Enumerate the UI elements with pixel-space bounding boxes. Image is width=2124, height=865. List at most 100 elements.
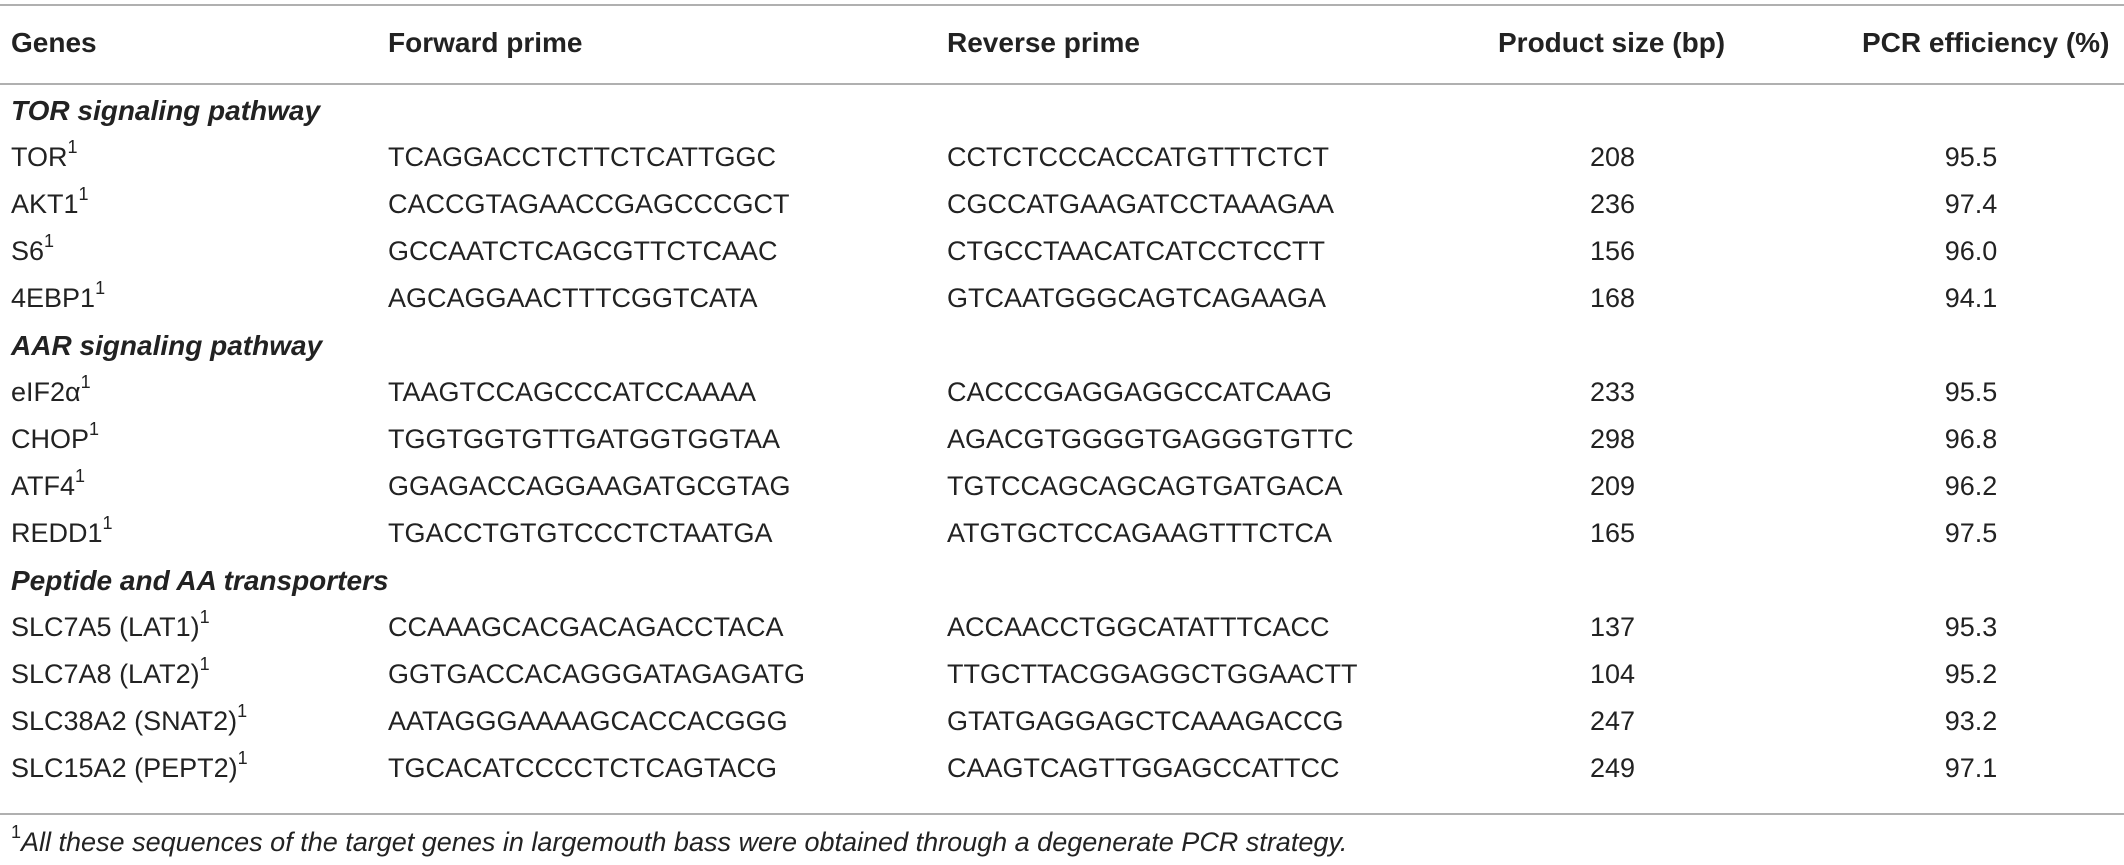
forward-primer: TGCACATCCCCTCTCAGTACG (388, 753, 777, 783)
table-row: S61 GCCAATCTCAGCGTTCTCAAC CTGCCTAACATCAT… (0, 228, 2124, 275)
product-size: 104 (1589, 659, 1636, 689)
gene-name: REDD11 (11, 513, 113, 548)
pcr-efficiency: 96.0 (1944, 236, 1998, 266)
gene-name: SLC7A8 (LAT2)1 (11, 654, 210, 689)
table-row: eIF2α1 TAAGTCCAGCCCATCCAAAA CACCCGAGGAGG… (0, 369, 2124, 416)
forward-primer: TAAGTCCAGCCCATCCAAAA (388, 377, 757, 407)
product-size: 236 (1589, 189, 1636, 219)
reverse-primer: ACCAACCTGGCATATTTCACC (947, 612, 1330, 642)
forward-primer: AGCAGGAACTTTCGGTCATA (388, 283, 758, 313)
forward-primer: AATAGGGAAAAGCACCACGGG (388, 706, 788, 736)
table-row: AKT11 CACCGTAGAACCGAGCCCGCT CGCCATGAAGAT… (0, 181, 2124, 228)
gene-name: CHOP1 (11, 419, 100, 454)
reverse-primer: CGCCATGAAGATCCTAAAGAA (947, 189, 1335, 219)
forward-primer: GGAGACCAGGAAGATGCGTAG (388, 471, 791, 501)
table-row: CHOP1 TGGTGGTGTTGATGGTGGTAA AGACGTGGGGTG… (0, 416, 2124, 463)
header-row: Genes Forward prime Reverse prime Produc… (0, 5, 2124, 81)
gene-name: AKT11 (11, 184, 89, 219)
table-row: 4EBP11 AGCAGGAACTTTCGGTCATA GTCAATGGGCAG… (0, 275, 2124, 322)
top-rule (0, 4, 2124, 6)
product-size: 156 (1589, 236, 1636, 266)
pcr-efficiency: 96.2 (1944, 471, 1998, 501)
gene-name: SLC15A2 (PEPT2)1 (11, 748, 248, 783)
reverse-primer: GTATGAGGAGCTCAAAGACCG (947, 706, 1344, 736)
footnote-text: All these sequences of the target genes … (21, 827, 1348, 857)
gene-name: 4EBP11 (11, 278, 106, 313)
reverse-primer: ATGTGCTCCAGAAGTTTCTCA (947, 518, 1332, 548)
forward-primer: CACCGTAGAACCGAGCCCGCT (388, 189, 790, 219)
gene-name: TOR1 (11, 137, 78, 172)
header-pcr-efficiency: PCR efficiency (%) (1862, 27, 2110, 58)
reverse-primer: GTCAATGGGCAGTCAGAAGA (947, 283, 1327, 313)
table-row: TOR1 TCAGGACCTCTTCTCATTGGC CCTCTCCCACCAT… (0, 134, 2124, 181)
footnote-mark: 1 (95, 278, 106, 298)
footnote-mark: 1 (78, 184, 89, 204)
product-size: 249 (1589, 753, 1636, 783)
header-genes: Genes (11, 27, 97, 58)
section-title-row: TOR signaling pathway (0, 87, 2124, 134)
reverse-primer: CACCCGAGGAGGCCATCAAG (947, 377, 1333, 407)
product-size: 137 (1589, 612, 1636, 642)
product-size: 233 (1589, 377, 1636, 407)
footnote-mark: 1 (11, 822, 22, 842)
footnote-mark: 1 (75, 466, 86, 486)
forward-primer: TGACCTGTGTCCCTCTAATGA (388, 518, 773, 548)
gene-name: SLC38A2 (SNAT2)1 (11, 701, 248, 736)
footnote-mark: 1 (199, 654, 210, 674)
table-row: SLC7A5 (LAT1)1 CCAAAGCACGACAGACCTACA ACC… (0, 604, 2124, 651)
pcr-efficiency: 95.5 (1944, 142, 1998, 172)
footnote-mark: 1 (67, 137, 78, 157)
section-title-row: Peptide and AA transporters (0, 557, 2124, 604)
pcr-efficiency: 94.1 (1944, 283, 1998, 313)
reverse-primer: CCTCTCCCACCATGTTTCTCT (947, 142, 1329, 172)
gene-name: S61 (11, 231, 55, 266)
bottom-rule (0, 813, 2124, 815)
forward-primer: TCAGGACCTCTTCTCATTGGC (388, 142, 776, 172)
reverse-primer: TTGCTTACGGAGGCTGGAACTT (947, 659, 1358, 689)
header-forward-prime: Forward prime (388, 27, 583, 58)
product-size: 168 (1589, 283, 1636, 313)
table-footnote: 1All these sequences of the target genes… (11, 822, 1347, 862)
pcr-efficiency: 95.3 (1944, 612, 1998, 642)
pcr-efficiency: 96.8 (1944, 424, 1998, 454)
header-reverse-prime: Reverse prime (947, 27, 1141, 58)
pcr-efficiency: 93.2 (1944, 706, 1998, 736)
product-size: 247 (1589, 706, 1636, 736)
product-size: 209 (1589, 471, 1636, 501)
gene-name: SLC7A5 (LAT1)1 (11, 607, 210, 642)
product-size: 208 (1589, 142, 1636, 172)
gene-name: eIF2α1 (11, 372, 91, 407)
forward-primer: GCCAATCTCAGCGTTCTCAAC (388, 236, 778, 266)
table-row: SLC7A8 (LAT2)1 GGTGACCACAGGGATAGAGATG TT… (0, 651, 2124, 698)
table-row: SLC38A2 (SNAT2)1 AATAGGGAAAAGCACCACGGG G… (0, 698, 2124, 745)
forward-primer: TGGTGGTGTTGATGGTGGTAA (388, 424, 780, 454)
footnote-mark: 1 (80, 372, 91, 392)
reverse-primer: TGTCCAGCAGCAGTGATGACA (947, 471, 1343, 501)
pcr-efficiency: 97.1 (1944, 753, 1998, 783)
reverse-primer: CTGCCTAACATCATCCTCCTT (947, 236, 1325, 266)
header-product-size: Product size (bp) (1498, 27, 1726, 58)
section-title: AAR signaling pathway (11, 330, 323, 361)
gene-name: ATF41 (11, 466, 86, 501)
pcr-efficiency: 95.2 (1944, 659, 1998, 689)
table-row: ATF41 GGAGACCAGGAAGATGCGTAG TGTCCAGCAGCA… (0, 463, 2124, 510)
footnote-mark: 1 (237, 701, 248, 721)
reverse-primer: AGACGTGGGGTGAGGGTGTTC (947, 424, 1354, 454)
reverse-primer: CAAGTCAGTTGGAGCCATTCC (947, 753, 1340, 783)
footnote-mark: 1 (237, 748, 248, 768)
table-row: SLC15A2 (PEPT2)1 TGCACATCCCCTCTCAGTACG C… (0, 745, 2124, 792)
footnote-mark: 1 (102, 513, 113, 533)
product-size: 165 (1589, 518, 1636, 548)
header-rule (0, 83, 2124, 85)
section-title-row: AAR signaling pathway (0, 322, 2124, 369)
pcr-efficiency: 95.5 (1944, 377, 1998, 407)
pcr-efficiency: 97.4 (1944, 189, 1998, 219)
section-title: Peptide and AA transporters (11, 565, 389, 596)
table-row: REDD11 TGACCTGTGTCCCTCTAATGA ATGTGCTCCAG… (0, 510, 2124, 557)
footnote-mark: 1 (89, 419, 100, 439)
pcr-efficiency: 97.5 (1944, 518, 1998, 548)
footnote-mark: 1 (199, 607, 210, 627)
forward-primer: CCAAAGCACGACAGACCTACA (388, 612, 784, 642)
forward-primer: GGTGACCACAGGGATAGAGATG (388, 659, 806, 689)
